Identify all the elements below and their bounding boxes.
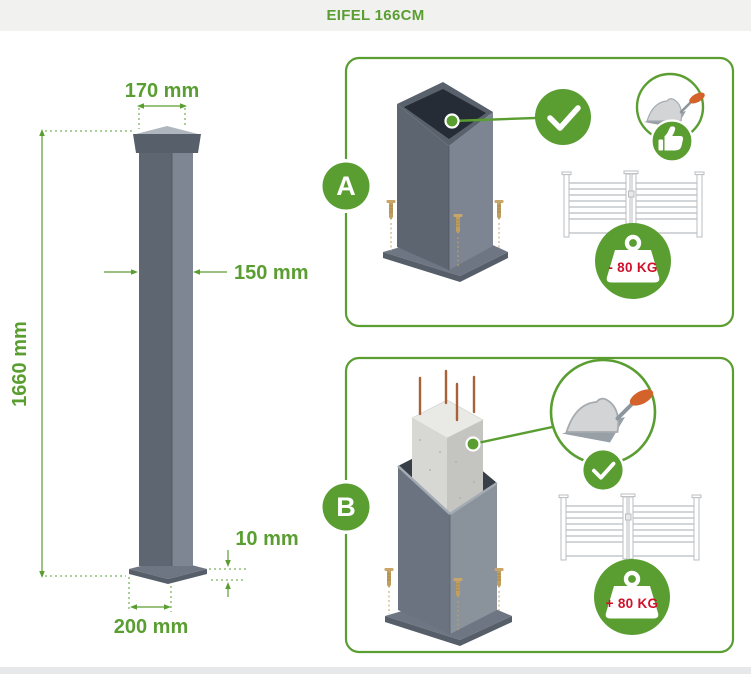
checkmark-icon	[535, 89, 591, 145]
post-dimension-diagram: 170 mm 150 mm 1660 mm 10 mm 200 mm	[9, 80, 309, 638]
base-thickness-label: 10 mm	[235, 528, 298, 550]
weight-capacity-b: + 80 KG	[606, 596, 659, 611]
base-width-label: 200 mm	[114, 616, 189, 638]
page-title: EIFEL 166CM	[326, 7, 425, 24]
badge-b	[322, 483, 370, 531]
concrete-filled-post-illustration	[385, 369, 512, 646]
callout-dot	[444, 113, 460, 129]
anchor-screw-icons	[388, 591, 500, 632]
header-bar: EIFEL 166CM	[0, 0, 751, 31]
profile-width-label: 150 mm	[234, 262, 309, 284]
dimension-arrowheads	[39, 103, 231, 610]
option-a-panel: - 80 KG A	[319, 56, 735, 328]
callout-dot	[465, 436, 481, 452]
dimension-lines	[41, 105, 246, 612]
weight-capacity-a: - 80 KG	[608, 260, 657, 275]
option-b-label: B	[336, 492, 356, 522]
height-label: 1660 mm	[9, 321, 31, 407]
option-a-label: A	[336, 171, 356, 201]
rebar-rods	[418, 369, 476, 422]
checkmark-icon	[581, 448, 625, 492]
badge-a	[322, 162, 370, 210]
option-b-panel: + 80 KG B	[319, 356, 735, 654]
post-illustration	[133, 126, 201, 566]
hollow-post-illustration	[383, 82, 508, 282]
anchor-screw-icons	[390, 223, 500, 268]
top-width-label: 170 mm	[125, 80, 200, 102]
footer-strip	[0, 667, 751, 674]
